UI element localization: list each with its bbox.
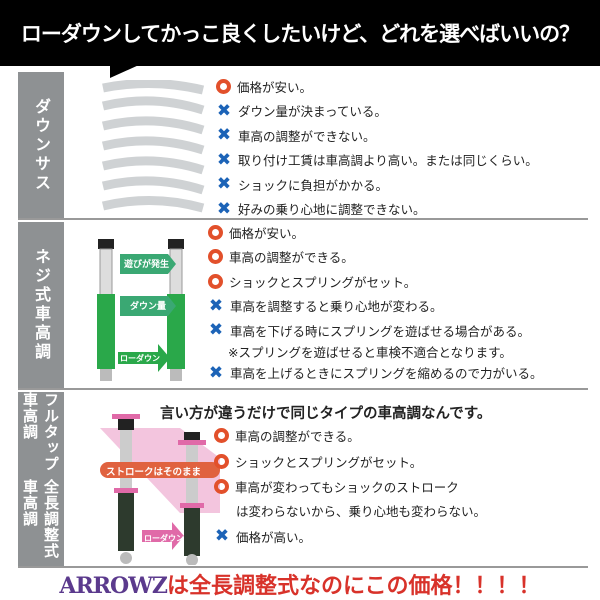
cross-icon: ✖ [216,100,232,121]
list-item: ✖価格が高い。 [214,526,312,546]
speech-bubble-tail [110,60,150,78]
cross-icon: ✖ [214,526,230,546]
list-item: 価格が安い。 [216,74,538,99]
cross-icon: ✖ [216,149,232,170]
feature-list: 価格が安い。 ✖ダウン量が決まっている。 ✖車高の調整ができない。 ✖取り付け工… [216,74,538,221]
list-item: 価格が安い。 [208,220,543,245]
cross-icon: ✖ [208,362,224,383]
section-down-sus: ダウンサス 価格が安い。 ✖ダウン量が決まっている。 ✖車高の調整ができない。 … [18,72,588,220]
circle-icon [208,224,223,240]
shock-illustration [97,239,185,381]
feature-list: 車高の調整ができる。 ショックとスプリングがセット。 車高が変わってもショックの… [214,422,486,550]
list-item: ✖取り付け工賃は車高調より高い。または同じくらい。 [216,149,538,170]
list-item: ✖ショックに負担がかかる。 [216,174,389,195]
circle-icon [216,78,231,94]
list-item: 車高が変わってもショックのストローク [214,474,486,498]
list-item: ✖車高を調整すると乗り心地が変わる。 [208,295,443,316]
section-label: ダウンサス [18,72,64,218]
headline: 言い方が違うだけで同じタイプの車高調なんです。 [160,406,492,422]
spring-illustration [101,80,205,213]
callout-stroke: ストロークはそのまま [106,467,202,478]
section-label: ネジ式車高調 [18,222,64,388]
circle-icon [214,427,229,443]
callout-down-amount: ダウン量 [130,302,167,312]
section-label: フルタップ車高調全長調整式車高調 [18,392,64,566]
brand-logo: ARROWZ [59,573,168,599]
section-full-tap: フルタップ車高調全長調整式車高調 ストロークはそのまま ローダウン 言い方が違う… [18,392,588,568]
list-item: ✖車高を上げるときにスプリングを縮めるので力がいる。 [208,362,543,383]
list-item: ✖車高の調整ができない。 [216,125,376,146]
list-item: 車高の調整ができる。 [208,245,543,270]
list-item: ✖車高を下げる時にスプリングを遊ばせる場合がある。 [208,320,531,341]
cross-icon: ✖ [216,174,232,195]
callout-play: 遊びが発生 [124,260,170,270]
list-item: ショックとスプリングがセット。 [214,448,486,474]
circle-icon [208,273,223,289]
circle-icon [214,478,229,494]
list-note: ※スプリングを遊ばせると車検不適合となります。 [228,345,512,360]
list-item-continued: は変わらないから、乗り心地も変わらない。 [236,503,487,519]
circle-icon [214,453,229,469]
cross-icon: ✖ [216,125,232,146]
cross-icon: ✖ [208,320,224,341]
list-item: ショックとスプリングがセット。 [208,269,543,294]
circle-icon [208,249,223,265]
feature-list: 価格が安い。 車高の調整ができる。 ショックとスプリングがセット。 ✖車高を調整… [208,220,543,385]
callout-lowdown: ローダウン [144,534,184,543]
section-screw-type: ネジ式車高調 遊びが発生 ダウン量 ローダウン 価格が安い。 車高の調整ができる… [18,222,588,390]
slogan: は全長調整式なのにこの価格！！！！ [167,574,541,599]
cross-icon: ✖ [216,198,232,219]
callout-lowdown: ローダウン [120,354,160,363]
list-item: ✖ダウン量が決まっている。 [216,100,387,121]
page-title-banner: ローダウンしてかっこ良くしたいけど、どれを選べばいいの？ [0,0,600,66]
page-title: ローダウンしてかっこ良くしたいけど、どれを選べばいいの？ [20,22,580,46]
full-tap-shock-illustration [100,414,220,565]
list-item: ✖好みの乗り心地に調整できない。 [216,198,426,219]
cross-icon: ✖ [208,295,224,316]
list-item: 車高の調整ができる。 [214,422,486,448]
footer-banner: ARROWZは全長調整式なのにこの価格！！！！ [0,568,600,600]
